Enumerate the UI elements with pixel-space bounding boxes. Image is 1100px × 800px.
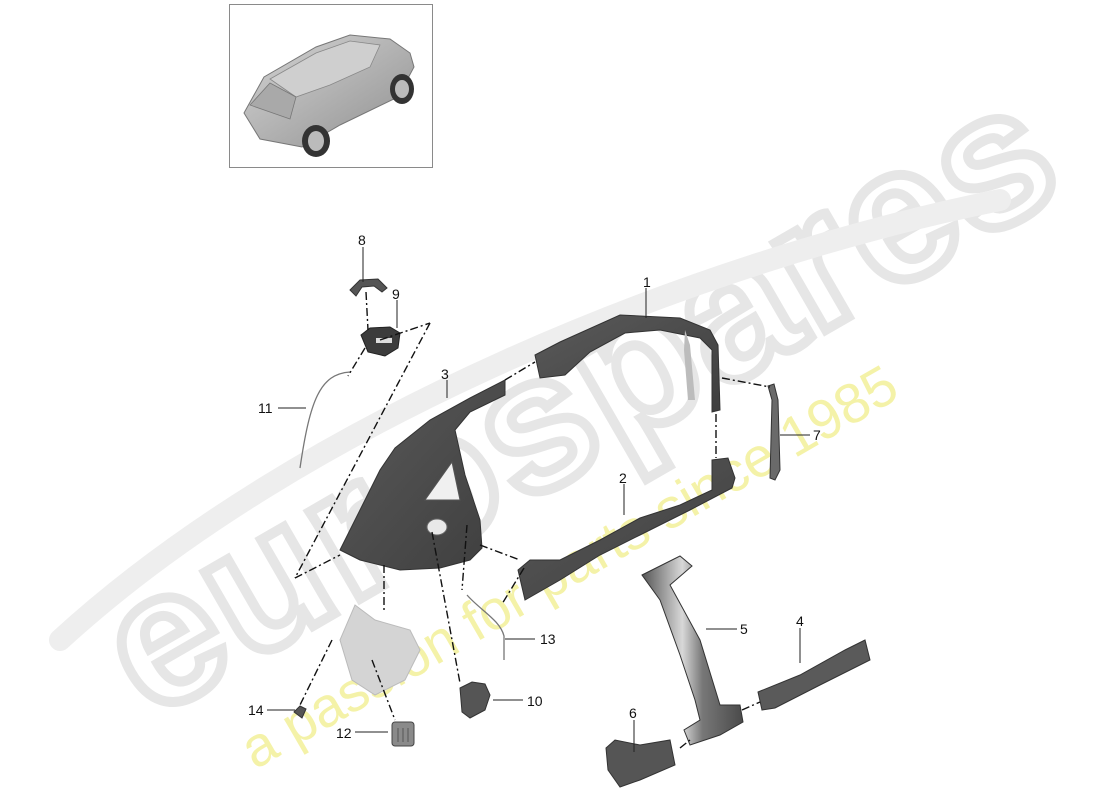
callout-4[interactable]: 4 xyxy=(796,613,804,629)
part-1-side-frame-upper[interactable] xyxy=(534,314,721,413)
callout-13[interactable]: 13 xyxy=(540,631,556,647)
callout-12[interactable]: 12 xyxy=(336,725,352,741)
callout-14[interactable]: 14 xyxy=(248,702,264,718)
part-4-rocker-rear[interactable] xyxy=(757,639,871,711)
callout-7[interactable]: 7 xyxy=(813,427,821,443)
part-3-rear-quarter-inner[interactable] xyxy=(339,379,506,571)
car-icon xyxy=(243,34,415,157)
vehicle-thumbnail xyxy=(229,4,433,168)
callout-6[interactable]: 6 xyxy=(629,705,637,721)
part-12-vent[interactable] xyxy=(391,721,415,747)
callout-11[interactable]: 11 xyxy=(258,400,273,416)
part-6-pillar-base[interactable] xyxy=(605,739,676,788)
part-plate-light[interactable] xyxy=(339,604,421,696)
callout-2[interactable]: 2 xyxy=(619,470,627,486)
assembly-lines xyxy=(294,291,771,749)
callout-8[interactable]: 8 xyxy=(358,232,366,248)
callout-1[interactable]: 1 xyxy=(643,274,651,290)
callout-3[interactable]: 3 xyxy=(441,366,449,382)
leader-lines xyxy=(267,247,810,752)
part-11-cable[interactable] xyxy=(299,371,351,469)
part-14-clip[interactable] xyxy=(293,705,307,719)
part-5-b-pillar[interactable] xyxy=(641,555,744,746)
part-2-sill[interactable] xyxy=(517,457,736,601)
part-9-filler-housing[interactable] xyxy=(360,326,401,357)
part-8-bracket[interactable] xyxy=(349,278,388,297)
callout-5[interactable]: 5 xyxy=(740,621,748,637)
part-13-cable[interactable] xyxy=(466,594,505,660)
callout-10[interactable]: 10 xyxy=(527,693,543,709)
callout-9[interactable]: 9 xyxy=(392,286,400,302)
part-10-filler-flap[interactable] xyxy=(459,681,491,719)
part-7-reinforcement[interactable] xyxy=(767,383,781,481)
